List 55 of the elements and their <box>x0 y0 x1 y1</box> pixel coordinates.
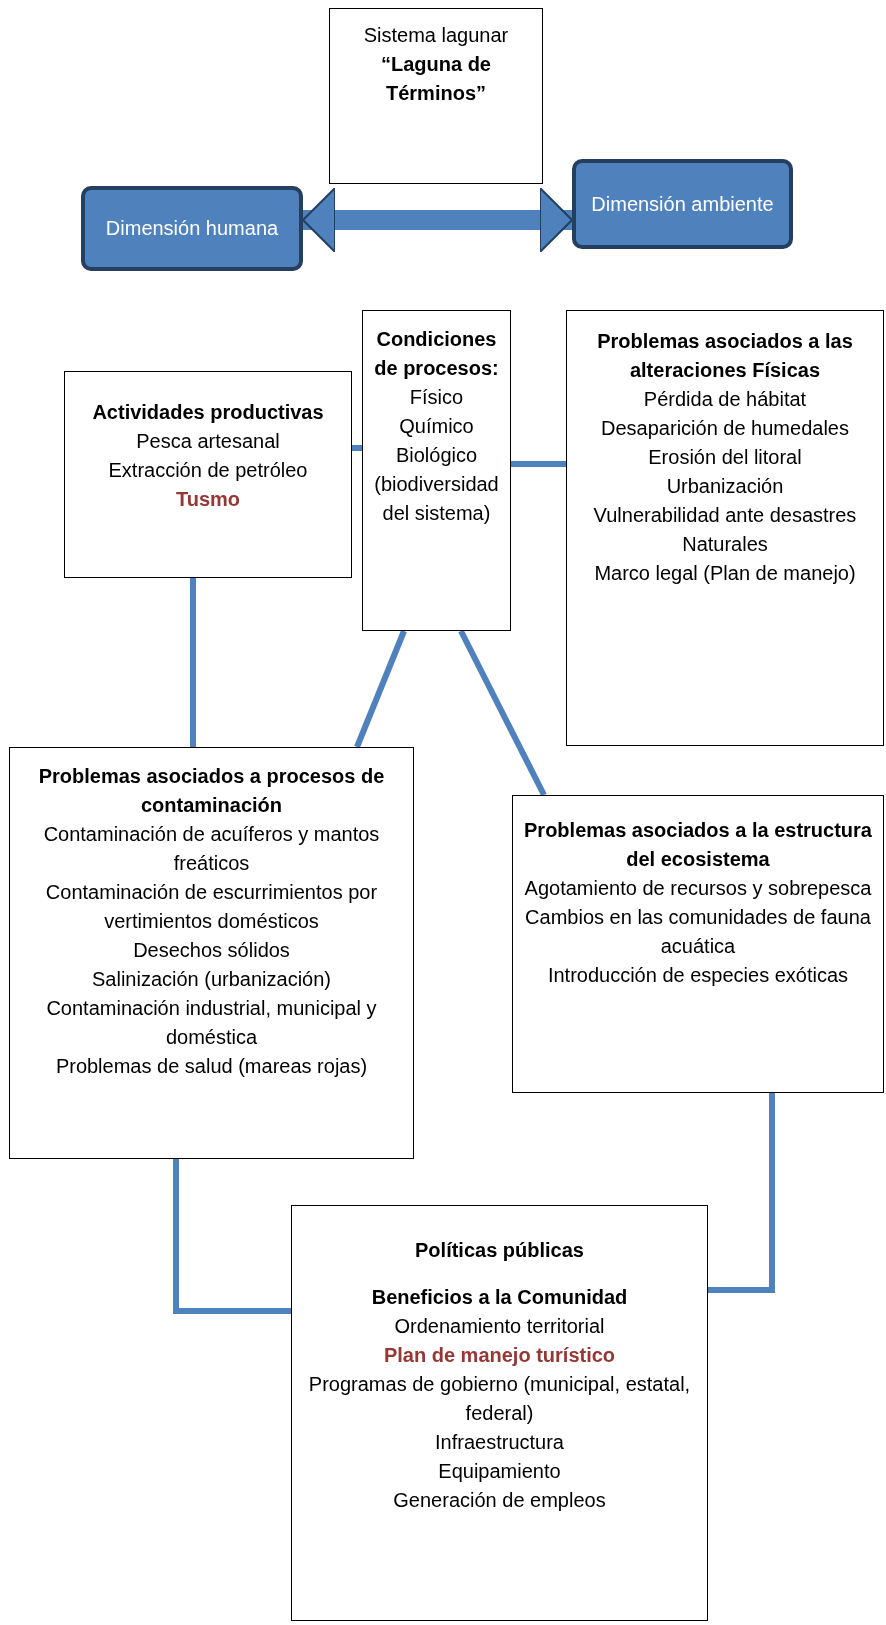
text-box <box>9 747 414 1159</box>
box-heading: Políticas públicas <box>414 1238 585 1263</box>
text-box <box>291 1205 708 1621</box>
box-text: Salinización (urbanización) <box>91 967 332 992</box>
text-box <box>362 310 511 631</box>
box-text: Equipamiento <box>437 1459 562 1484</box>
connector-line <box>173 1159 291 1314</box>
text-box <box>566 310 884 746</box>
rounded-box <box>572 159 793 249</box>
box-label: Dimensión ambiente <box>591 191 774 217</box>
box-text: Pesca artesanal <box>135 429 281 454</box>
box-text: Pérdida de hábitat <box>642 387 808 412</box>
box-text: Contaminación industrial, municipal y doméstica <box>45 996 378 1050</box>
box-text: Marco legal (Plan de manejo) <box>593 561 857 586</box>
box-text: Desaparición de humedales <box>600 416 850 441</box>
box-text: Desechos sólidos <box>132 938 291 963</box>
double-arrow <box>302 187 573 253</box>
box-text: Contaminación de acuíferos y mantos freáticos <box>42 822 381 876</box>
box-text: Urbanización <box>665 474 785 499</box>
connector-line <box>354 629 407 749</box>
box-heading: Problemas asociados a las alteraciones Físicas <box>596 329 854 383</box>
box-text: Plan de manejo turístico <box>382 1343 617 1368</box>
connector-line <box>352 445 362 451</box>
connector-line <box>458 629 547 797</box>
box-text: Problemas de salud (mareas rojas) <box>54 1054 369 1079</box>
box-text: Químico <box>398 414 475 439</box>
box-label: Dimensión humana <box>105 216 279 241</box>
box-text: Erosión del litoral <box>647 445 803 470</box>
box-text: Introducción de especies exóticas <box>546 963 850 988</box>
connector-line <box>190 578 196 747</box>
box-text: Programas de gobierno (municipal, estatal, federal) <box>307 1372 692 1426</box>
box-heading: Actividades productivas <box>91 400 325 425</box>
box-heading: “Laguna de Términos” <box>380 52 492 106</box>
rounded-box <box>81 186 303 271</box>
connector-line <box>511 461 566 467</box>
box-text: Agotamiento de recursos y sobrepesca <box>523 876 873 901</box>
box-heading: Problemas asociados a la estructura del ecosistema <box>523 818 873 872</box>
box-text: Tusmo <box>174 487 242 512</box>
text-box <box>329 8 543 184</box>
box-text: Vulnerabilidad ante desastres Naturales <box>592 503 858 557</box>
box-heading: Beneficios a la Comunidad <box>370 1285 629 1310</box>
box-text: Contaminación de escurrimientos por vertimientos domésticos <box>44 880 379 934</box>
box-text: Infraestructura <box>434 1430 565 1455</box>
box-text: Sistema lagunar <box>362 23 510 48</box>
box-heading: Condiciones de procesos: <box>373 327 500 381</box>
text-box <box>512 795 884 1093</box>
box-text: Generación de empleos <box>392 1488 607 1513</box>
box-text: Extracción de petróleo <box>107 458 309 483</box>
text-box <box>64 371 352 578</box>
box-text: Biológico (biodiversidad del sistema) <box>373 443 500 526</box>
box-text: Cambios en las comunidades de fauna acuática <box>524 905 872 959</box>
box-text: Ordenamiento territorial <box>393 1314 606 1339</box>
connector-line <box>708 1093 775 1293</box>
box-text: Físico <box>408 385 465 410</box>
box-heading: Problemas asociados a procesos de contaminación <box>37 764 386 818</box>
